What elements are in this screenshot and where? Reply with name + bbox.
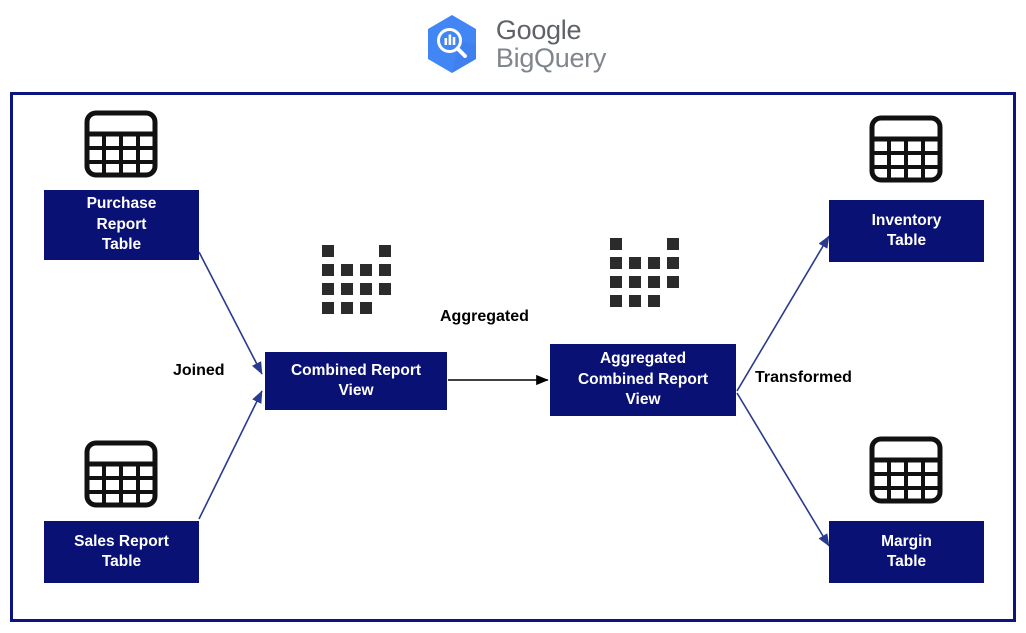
table-icon [84, 440, 158, 508]
node-aggregated-combined-report-view[interactable]: Aggregated Combined Report View [550, 344, 736, 416]
node-label: Aggregated Combined Report View [577, 350, 709, 409]
edge-label-aggregated: Aggregated [440, 308, 529, 325]
node-label: Combined Report View [290, 361, 422, 399]
node-label: Margin Table [881, 532, 932, 570]
node-purchase-report-table[interactable]: Purchase Report Table [44, 190, 199, 260]
logo-lockup: Google BigQuery [420, 12, 606, 76]
table-icon [869, 436, 943, 504]
bigquery-hexagon-magnifier-icon [420, 12, 484, 76]
node-margin-table[interactable]: Margin Table [829, 521, 984, 583]
node-inventory-table[interactable]: Inventory Table [829, 200, 984, 262]
table-icon [84, 110, 158, 178]
node-combined-report-view[interactable]: Combined Report View [265, 352, 447, 410]
logo-wordmark: Google BigQuery [496, 16, 606, 72]
dot-matrix-icon [322, 245, 391, 314]
bigquery-logo: Google BigQuery [0, 0, 1026, 88]
edge-label-joined: Joined [173, 362, 225, 379]
logo-line-bigquery: BigQuery [495, 43, 607, 73]
node-label: Purchase Report Table [86, 195, 157, 254]
node-label: Sales Report Table [74, 532, 169, 570]
node-label: Inventory Table [871, 211, 942, 249]
edge-label-transformed: Transformed [755, 369, 852, 386]
table-icon [869, 115, 943, 183]
logo-line-google: Google [495, 14, 582, 45]
node-sales-report-table[interactable]: Sales Report Table [44, 521, 199, 583]
dot-matrix-icon [610, 238, 679, 307]
